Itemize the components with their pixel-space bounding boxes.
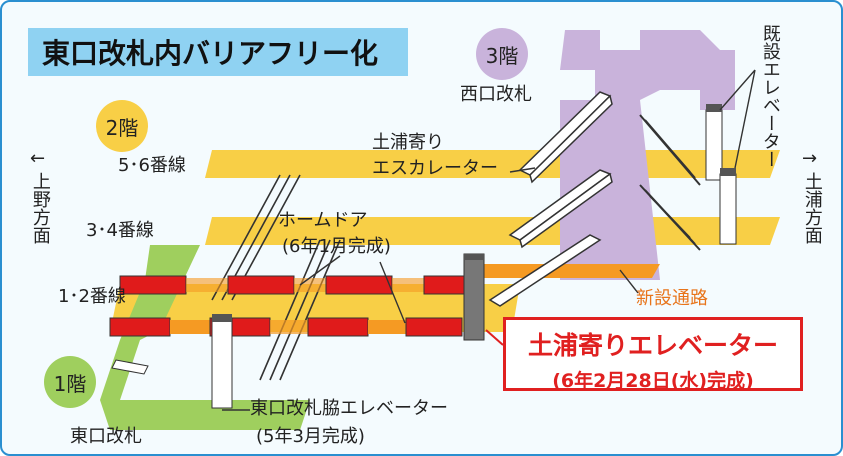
- left-direction: 上野方面: [29, 172, 51, 244]
- floor-2-badge: 2階: [96, 100, 148, 152]
- escalator-label-2: エスカレーター: [372, 158, 498, 179]
- new-elevator-shaft: [463, 253, 485, 341]
- escalator-label-1: 土浦寄り: [372, 132, 444, 153]
- home-doors-row2: [109, 317, 463, 337]
- existing-elevator-2: [719, 173, 737, 245]
- floor-1-badge: 1階: [44, 356, 96, 408]
- left-arrow: ←: [30, 148, 46, 169]
- callout-title: 土浦寄りエレベーター: [527, 331, 778, 360]
- leader-lines: [222, 69, 756, 411]
- east-elevator-label-2: (5年3月完成): [256, 426, 365, 447]
- floor-3-badge: 3階: [476, 28, 528, 80]
- track-1-2-label: 1･2番線: [58, 286, 126, 307]
- new-elevator-callout: 土浦寄りエレベーター (6年2月28日(水)完成): [503, 317, 803, 392]
- track-5-6-label: 5･6番線: [118, 155, 186, 176]
- existing-elevator-1: [705, 109, 723, 181]
- east-elevator-shaft: [211, 317, 233, 409]
- west-gate-label: 西口改札: [460, 84, 532, 105]
- page-title: 東口改札内バリアフリー化: [28, 28, 408, 76]
- home-door-label-1: ホームドア: [278, 210, 368, 231]
- new-passage-label: 新設通路: [636, 288, 708, 309]
- callout-date: (6年2月28日(水)完成): [552, 370, 754, 392]
- east-gate-mark: [111, 359, 149, 375]
- east-gate-label: 東口改札: [70, 426, 142, 447]
- new-passage: [480, 264, 660, 278]
- east-elevator-label-1: 東口改札脇エレベーター: [250, 398, 448, 419]
- escalator: [488, 91, 613, 307]
- right-direction: 土浦方面: [801, 172, 823, 244]
- concourse-3f: [560, 30, 735, 280]
- track-3-4-label: 3･4番線: [86, 220, 154, 241]
- stairs-right: [639, 114, 701, 251]
- home-doors-row1: [119, 275, 465, 295]
- home-door-label-2: (6年1月完成): [282, 236, 391, 257]
- existing-elevator-label: 既設エレベーター: [759, 24, 781, 168]
- right-arrow: →: [802, 148, 818, 169]
